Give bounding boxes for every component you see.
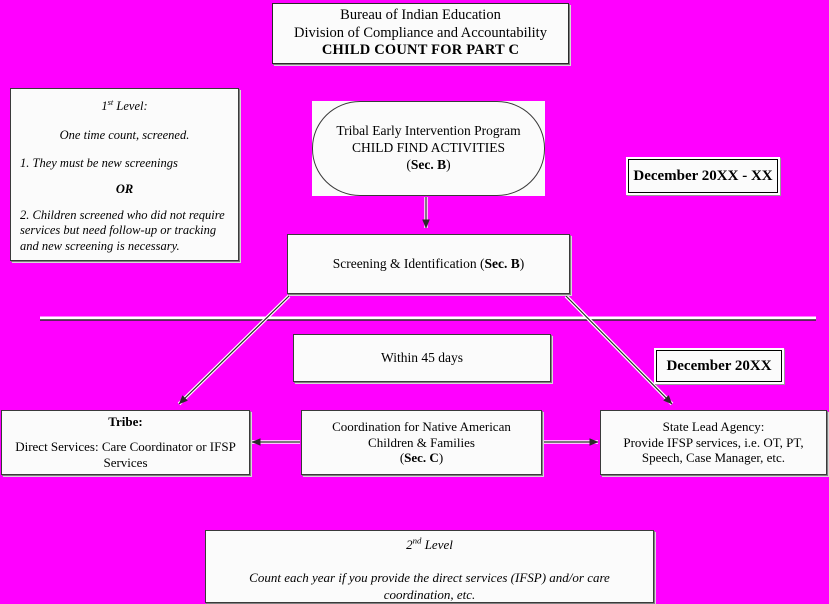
coordination-line-2: Children & Families [368, 434, 475, 450]
tribe-node[interactable]: Tribe: Direct Services: Care Coordinator… [1, 410, 250, 475]
header-title-box: Bureau of Indian Education Division of C… [272, 3, 569, 64]
first-level-heading-ordinal: st [107, 96, 114, 107]
header-line-2: Division of Compliance and Accountabilit… [294, 24, 547, 41]
timeline-divider [40, 316, 816, 321]
first-level-heading: 1st Level: [20, 96, 229, 115]
first-level-item-2: 2. Children screened who did not require… [20, 207, 225, 253]
screening-identification-node[interactable]: Screening & Identification (Sec. B) [287, 234, 570, 294]
screening-text-before: Screening & Identification ( [332, 255, 485, 271]
tief-line-1: Tribal Early Intervention Program [336, 123, 521, 139]
coordination-node[interactable]: Coordination for Native American Childre… [301, 410, 542, 475]
state-lead-agency-line-3: Speech, Case Manager, etc. [641, 450, 786, 466]
coordination-paren-close: ) [438, 450, 444, 466]
first-level-note-box: 1st Level: One time count, screened. 1. … [10, 88, 239, 261]
tief-paren-open: ( [406, 156, 411, 172]
coordination-section-ref: Sec. C [404, 450, 439, 466]
tief-line-3: (Sec. B) [312, 157, 545, 174]
first-level-item-1: 1. They must be new screenings [20, 156, 178, 171]
header-line-1: Bureau of Indian Education [340, 6, 501, 23]
header-line-3: CHILD COUNT FOR PART C [321, 42, 520, 59]
state-lead-agency-node[interactable]: State Lead Agency: Provide IFSP services… [600, 410, 827, 475]
tief-line-2: CHILD FIND ACTIVITIES [352, 140, 505, 156]
first-level-line-2: One time count, screened. [59, 127, 190, 142]
tief-paren-close: ) [446, 156, 451, 172]
second-level-heading-text: Level [421, 537, 453, 552]
date-callout-lower-label: December 20XX [666, 357, 772, 374]
state-lead-agency-line-2: Provide IFSP services, i.e. OT, PT, [623, 434, 804, 450]
second-level-heading-number: 2 [406, 537, 413, 552]
first-level-heading-number: 1 [101, 99, 108, 113]
tribe-body: Direct Services: Care Coordinator or IFS… [15, 439, 236, 470]
within-45-days-node: Within 45 days [293, 334, 551, 382]
first-level-or: OR [115, 181, 134, 196]
first-level-heading-text: Level: [113, 99, 148, 113]
coordination-line-3: (Sec. C) [302, 450, 541, 466]
screening-text-after: ) [519, 255, 525, 271]
date-callout-upper-label: December 20XX - XX [633, 167, 773, 184]
state-lead-agency-line-1: State Lead Agency: [662, 418, 765, 434]
date-callout-upper: December 20XX - XX [628, 159, 778, 193]
arrow-screening-to-tribe [177, 294, 291, 406]
screening-section-ref: Sec. B [484, 255, 520, 271]
tribal-early-intervention-node[interactable]: Tribal Early Intervention Program CHILD … [312, 101, 545, 196]
screening-label: Screening & Identification (Sec. B) [288, 256, 569, 272]
second-level-heading-ordinal: nd [412, 535, 422, 546]
coordination-line-1: Coordination for Native American [332, 418, 511, 434]
within-45-days-label: Within 45 days [381, 349, 463, 365]
second-level-body: Count each year if you provide the direc… [249, 569, 610, 602]
tribe-heading: Tribe: [108, 414, 143, 430]
coordination-paren-open: ( [399, 450, 405, 466]
date-callout-lower: December 20XX [656, 350, 782, 382]
second-level-note-box: 2nd Level Count each year if you provide… [205, 530, 654, 603]
second-level-heading: 2nd Level [220, 535, 639, 554]
tief-section-ref: Sec. B [410, 156, 447, 172]
